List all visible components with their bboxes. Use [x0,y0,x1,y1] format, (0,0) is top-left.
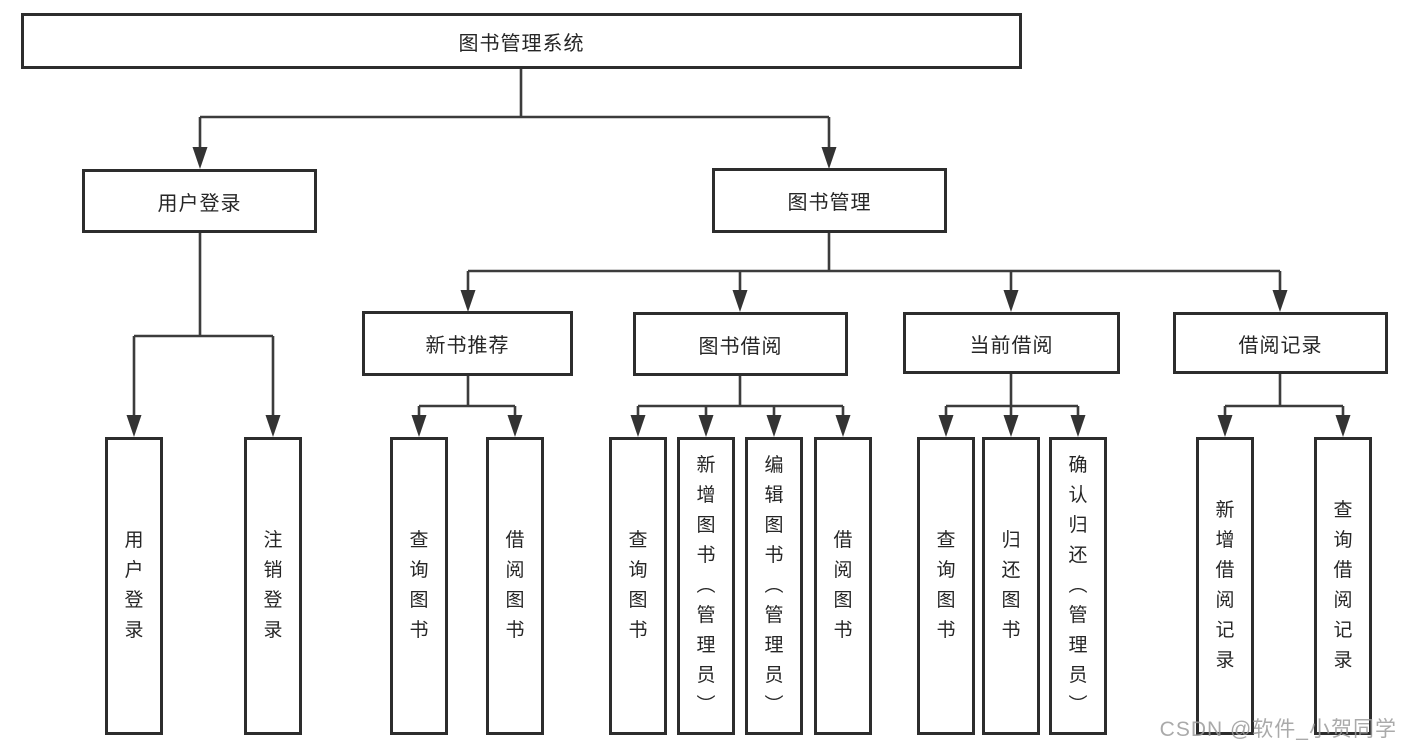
node-book-management: 图书管理 [712,168,947,233]
node-label: 查 询 图 书 [936,530,956,641]
node-current-borrowing: 当前借阅 [903,312,1120,374]
node-label: 新 增 图 书 ︵ 管 理 员 ︶ [696,455,716,716]
node-logout-leaf: 注 销 登 录 [244,437,302,735]
node-label: 用户登录 [157,192,242,215]
node-user-login-leaf: 用 户 登 录 [105,437,163,735]
node-add-borrow-record: 新 增 借 阅 记 录 [1196,437,1254,735]
node-query-borrow-record: 查 询 借 阅 记 录 [1314,437,1372,735]
node-query-books: 查 询 图 书 [609,437,667,735]
node-label: 图书管理 [787,192,872,214]
node-label: 借 阅 图 书 [833,530,853,641]
node-label: 编 辑 图 书 ︵ 管 理 员 ︶ [764,455,784,716]
node-confirm-return-admin: 确 认 归 还 ︵ 管 理 员 ︶ [1049,437,1107,735]
csdn-watermark: CSDN @软件_小贺同学 [1159,718,1397,741]
node-library-management-system: 图书管理系统 [21,13,1022,69]
node-user-login: 用户登录 [82,169,317,233]
node-label: 查 询 图 书 [409,530,429,641]
node-label: 新 增 借 阅 记 录 [1215,500,1235,671]
node-book-borrowing: 图书借阅 [633,312,848,376]
node-label: 图书管理系统 [458,32,585,55]
node-label: 注 销 登 录 [263,530,283,641]
node-new-book-recommendation: 新书推荐 [362,311,573,376]
node-label: 确 认 归 还 ︵ 管 理 员 ︶ [1068,455,1088,716]
node-edit-books-admin: 编 辑 图 书 ︵ 管 理 员 ︶ [745,437,803,735]
node-label: 用 户 登 录 [124,530,144,641]
node-label: 查 询 图 书 [628,530,648,641]
node-label: 借 阅 图 书 [505,530,525,641]
node-query-books: 查 询 图 书 [390,437,448,735]
node-label: 图书借阅 [698,335,783,358]
node-borrow-books: 借 阅 图 书 [814,437,872,735]
node-borrow-books: 借 阅 图 书 [486,437,544,735]
node-add-books-admin: 新 增 图 书 ︵ 管 理 员 ︶ [677,437,735,735]
node-return-books: 归 还 图 书 [982,437,1040,735]
node-query-books: 查 询 图 书 [917,437,975,735]
node-label: 当前借阅 [969,334,1054,357]
node-label: 归 还 图 书 [1001,530,1021,641]
node-label: 新书推荐 [425,335,510,357]
node-label: 查 询 借 阅 记 录 [1333,500,1353,671]
node-borrowing-records: 借阅记录 [1173,312,1388,374]
node-label: 借阅记录 [1238,334,1323,357]
